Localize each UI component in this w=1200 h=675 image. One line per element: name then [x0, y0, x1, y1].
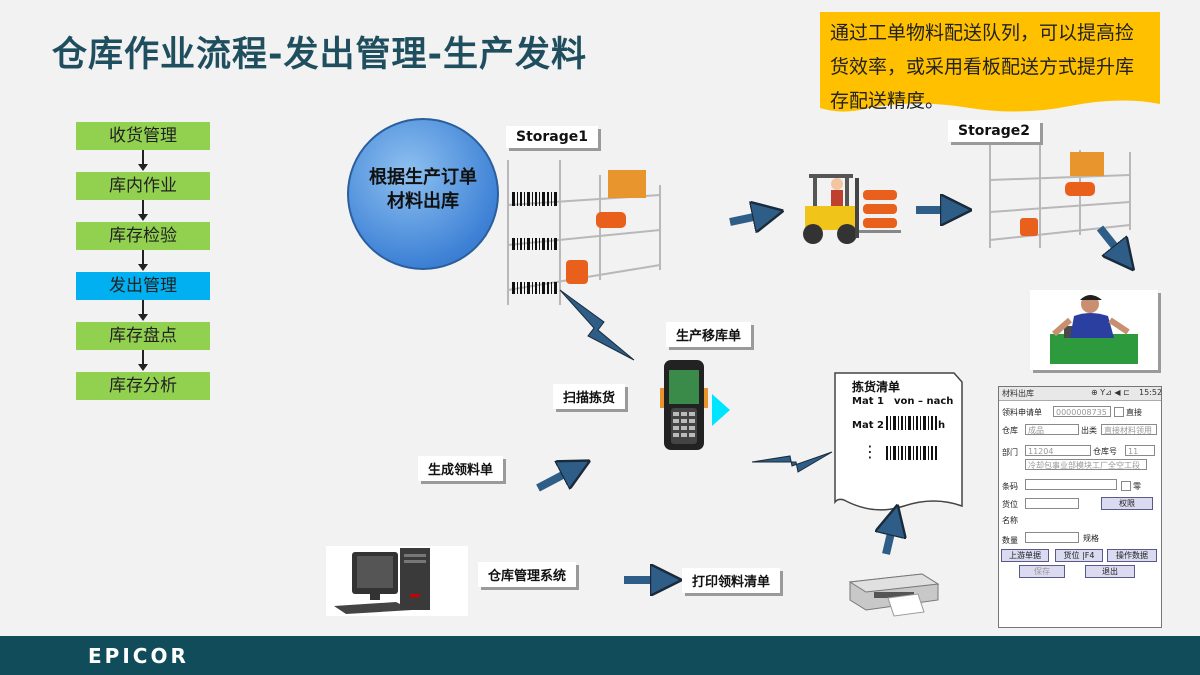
arrow-icon — [1096, 225, 1124, 258]
storage1-shelf-icon — [507, 160, 661, 305]
lightning-icon — [751, 451, 833, 473]
step-issue-management[interactable]: 发出管理 — [76, 272, 210, 300]
spec-label: 规格 — [1083, 534, 1099, 543]
scanner-device-icon — [660, 360, 708, 450]
footer-bar: EPICOR — [0, 636, 1200, 675]
step-arrow-icon — [138, 164, 148, 171]
production-transfer-label: 生产移库单 — [666, 322, 752, 347]
direct-checkbox[interactable] — [1114, 407, 1124, 417]
wh-no-input[interactable]: 11 — [1125, 445, 1155, 456]
location-f4-button[interactable]: 货位 |F4 — [1055, 549, 1103, 562]
step-receiving[interactable]: 收货管理 — [76, 122, 210, 150]
wms-label: 仓库管理系统 — [478, 562, 577, 587]
arrow-icon — [536, 468, 576, 492]
qty-label: 数量 — [1002, 536, 1018, 545]
epicor-logo: EPICOR — [88, 644, 189, 668]
step-stocktaking[interactable]: 库存盘点 — [76, 322, 210, 350]
step-arrow-icon — [138, 214, 148, 221]
name-label: 名称 — [1002, 516, 1018, 525]
arrow-icon — [886, 520, 894, 555]
barcode-label: 条码 — [1002, 482, 1018, 491]
zero-label: 零 — [1133, 482, 1141, 491]
out-type-select[interactable]: 直接材料领用 — [1101, 424, 1157, 435]
step-connector — [142, 350, 144, 364]
circle-label: 根据生产订单材料出库 — [369, 167, 477, 212]
out-type-label: 出类 — [1081, 426, 1097, 435]
worker-image — [1030, 290, 1158, 370]
computer-image — [326, 546, 468, 616]
step-inventory-analysis[interactable]: 库存分析 — [76, 372, 210, 400]
pick-list-document: 拣货清单 Mat 1 von – nach Mat 2 h ⋮ — [834, 372, 964, 512]
pick-list-item: Mat 2 — [852, 420, 884, 431]
step-arrow-icon — [138, 314, 148, 321]
direct-label: 直接 — [1126, 408, 1142, 417]
pick-list-route: von – nach — [894, 396, 954, 407]
scan-pick-label: 扫描拣货 — [553, 384, 626, 409]
note-text: 通过工单物料配送队列，可以提高捡货效率，或采用看板配送方式提升库存配送精度。 — [830, 22, 1135, 112]
mobile-status-bar: 材料出库 ⊕ Y⊿ ◀ ⊏ 15:52 — [999, 387, 1163, 401]
print-issue-label: 打印领料清单 — [682, 568, 781, 593]
save-button[interactable]: 保存 — [1019, 565, 1065, 578]
pick-list-suffix: h — [938, 420, 946, 431]
permission-button[interactable]: 权限 — [1101, 497, 1153, 510]
warehouse-select[interactable]: 成品 — [1025, 424, 1079, 435]
generate-issue-label: 生成领料单 — [418, 456, 504, 481]
pick-list-title: 拣货清单 — [852, 380, 901, 394]
step-internal-operations[interactable]: 库内作业 — [76, 172, 210, 200]
step-connector — [142, 300, 144, 314]
dept-input[interactable]: 11204 — [1025, 445, 1091, 456]
step-inventory-inspection[interactable]: 库存检验 — [76, 222, 210, 250]
status-icons: ⊕ Y⊿ ◀ ⊏ — [1091, 388, 1130, 397]
mobile-app-title: 材料出库 — [1002, 389, 1034, 398]
qty-input[interactable] — [1025, 532, 1079, 543]
step-arrow-icon — [138, 364, 148, 371]
upstream-doc-button[interactable]: 上游单据 — [1001, 549, 1049, 562]
operation-data-button[interactable]: 操作数据 — [1107, 549, 1157, 562]
barcode-icon — [886, 416, 937, 430]
storage1-label: Storage1 — [506, 126, 599, 148]
printer-icon — [848, 573, 940, 617]
step-connector — [142, 150, 144, 164]
mobile-time: 15:52 — [1139, 388, 1163, 397]
scan-beam-icon — [712, 394, 730, 426]
material-issue-mobile-form: 材料出库 ⊕ Y⊿ ◀ ⊏ 15:52 领料申请单 0000008735 直接 … — [998, 386, 1162, 628]
barcode-input[interactable] — [1025, 479, 1117, 490]
zero-checkbox[interactable] — [1121, 481, 1131, 491]
location-label: 货位 — [1002, 500, 1018, 509]
note-callout: 通过工单物料配送队列，可以提高捡货效率，或采用看板配送方式提升库存配送精度。 — [820, 12, 1160, 116]
lightning-icon — [559, 289, 635, 361]
storage2-label: Storage2 — [948, 120, 1041, 142]
dept-label: 部门 — [1002, 448, 1018, 457]
warehouse-label: 仓库 — [1002, 426, 1018, 435]
step-arrow-icon — [138, 264, 148, 271]
exit-button[interactable]: 退出 — [1085, 565, 1135, 578]
dept-name-select[interactable]: 冷却包事业部模块工厂全空工段 — [1025, 459, 1147, 470]
req-input[interactable]: 0000008735 — [1053, 406, 1111, 417]
step-connector — [142, 200, 144, 214]
production-order-circle: 根据生产订单材料出库 — [347, 118, 499, 270]
barcode-icon — [886, 446, 937, 460]
flow-arrows — [536, 0, 1200, 636]
page-title: 仓库作业流程-发出管理-生产发料 — [52, 35, 588, 75]
forklift-icon — [803, 174, 901, 244]
step-connector — [142, 250, 144, 264]
pick-list-ellipsis: ⋮ — [862, 442, 878, 461]
storage2-shelf-icon — [989, 145, 1131, 248]
arrow-icon — [729, 214, 768, 222]
pick-list-item: Mat 1 — [852, 396, 884, 407]
wh-no-label: 仓库号 — [1093, 447, 1117, 456]
location-input[interactable] — [1025, 498, 1079, 509]
req-label: 领料申请单 — [1002, 408, 1042, 417]
